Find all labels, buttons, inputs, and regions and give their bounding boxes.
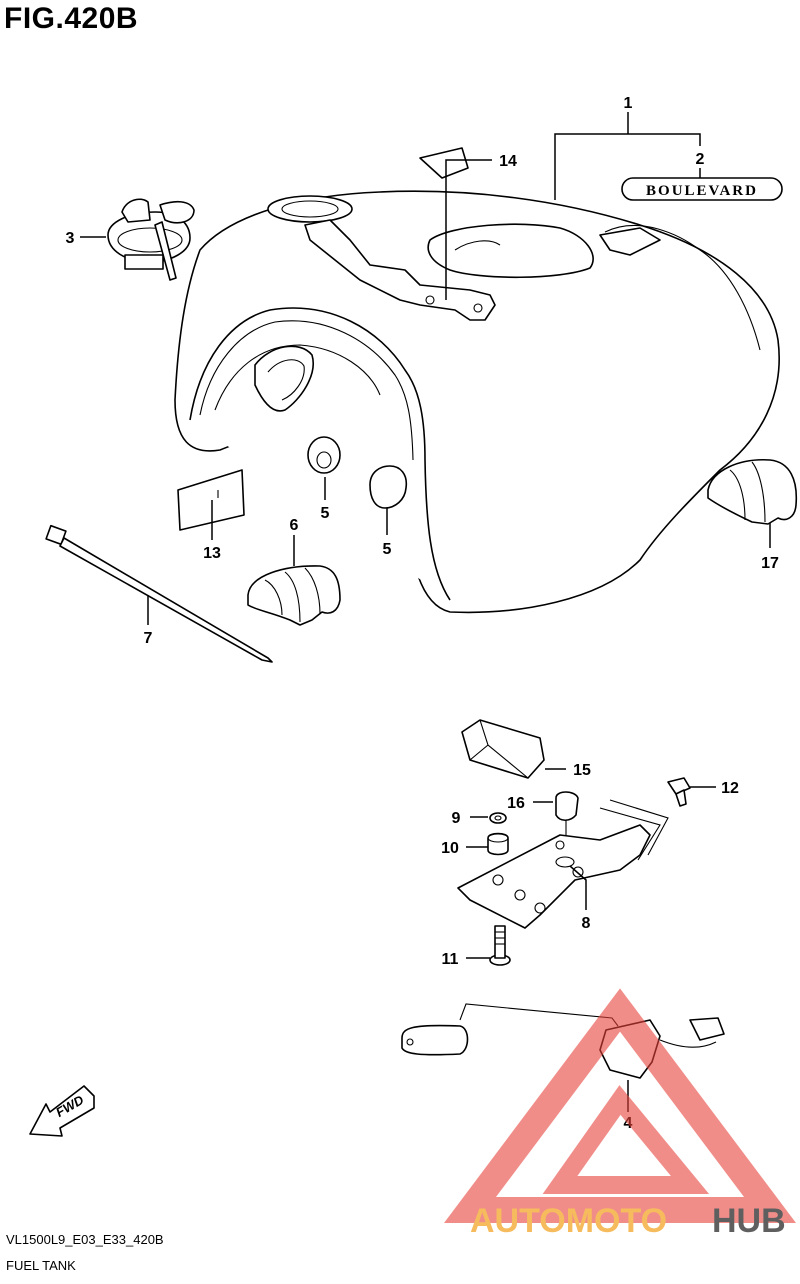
callout-1: 1 bbox=[624, 95, 633, 112]
callout-11: 11 bbox=[442, 951, 459, 968]
callout-numbers: 1 2 3 4 5 5 6 7 8 9 10 11 12 13 14 15 16… bbox=[66, 95, 779, 1132]
info-label bbox=[419, 147, 469, 179]
cushion-5a bbox=[307, 436, 341, 474]
callout-12: 12 bbox=[721, 780, 739, 797]
callout-2: 2 bbox=[696, 151, 705, 168]
rubber-pad bbox=[461, 719, 545, 779]
footer-name: FUEL TANK bbox=[6, 1258, 76, 1273]
figure-title: FIG.420B bbox=[4, 2, 139, 35]
washer-9 bbox=[489, 812, 507, 824]
cable-tie bbox=[45, 524, 273, 663]
callout-7: 7 bbox=[144, 630, 153, 647]
bolt-11 bbox=[489, 925, 511, 966]
cushion-5b bbox=[369, 465, 408, 509]
watermark-auto: AUTOMOTO bbox=[470, 1202, 667, 1240]
callout-3: 3 bbox=[66, 230, 75, 247]
callout-5a: 5 bbox=[321, 505, 330, 522]
forward-arrow: FWD bbox=[29, 1085, 95, 1137]
callout-10: 10 bbox=[441, 840, 459, 857]
cushion-6 bbox=[247, 565, 341, 626]
emblem-text: BOULEVARD bbox=[646, 183, 758, 199]
caution-label bbox=[177, 469, 245, 531]
callout-5b: 5 bbox=[383, 541, 392, 558]
callout-14: 14 bbox=[499, 153, 517, 170]
callout-17: 17 bbox=[761, 555, 779, 572]
fuel-tank bbox=[174, 190, 780, 614]
footer-code: VL1500L9_E03_E33_420B bbox=[6, 1232, 164, 1247]
callout-6: 6 bbox=[290, 517, 299, 534]
fuel-tank-bracket bbox=[457, 799, 669, 929]
callout-9: 9 bbox=[452, 810, 461, 827]
boulevard-emblem: BOULEVARD bbox=[621, 177, 783, 201]
callout-8: 8 bbox=[582, 915, 591, 932]
cushion-17 bbox=[707, 459, 798, 525]
callout-15: 15 bbox=[573, 762, 591, 779]
watermark-hub: HUB bbox=[712, 1202, 786, 1240]
watermark: AUTOMOTO HUB bbox=[444, 988, 796, 1240]
bolt-12 bbox=[667, 777, 691, 807]
callout-16: 16 bbox=[507, 795, 525, 812]
callout-13: 13 bbox=[203, 545, 221, 562]
fuel-cap bbox=[107, 198, 195, 281]
collar-10 bbox=[487, 832, 509, 856]
